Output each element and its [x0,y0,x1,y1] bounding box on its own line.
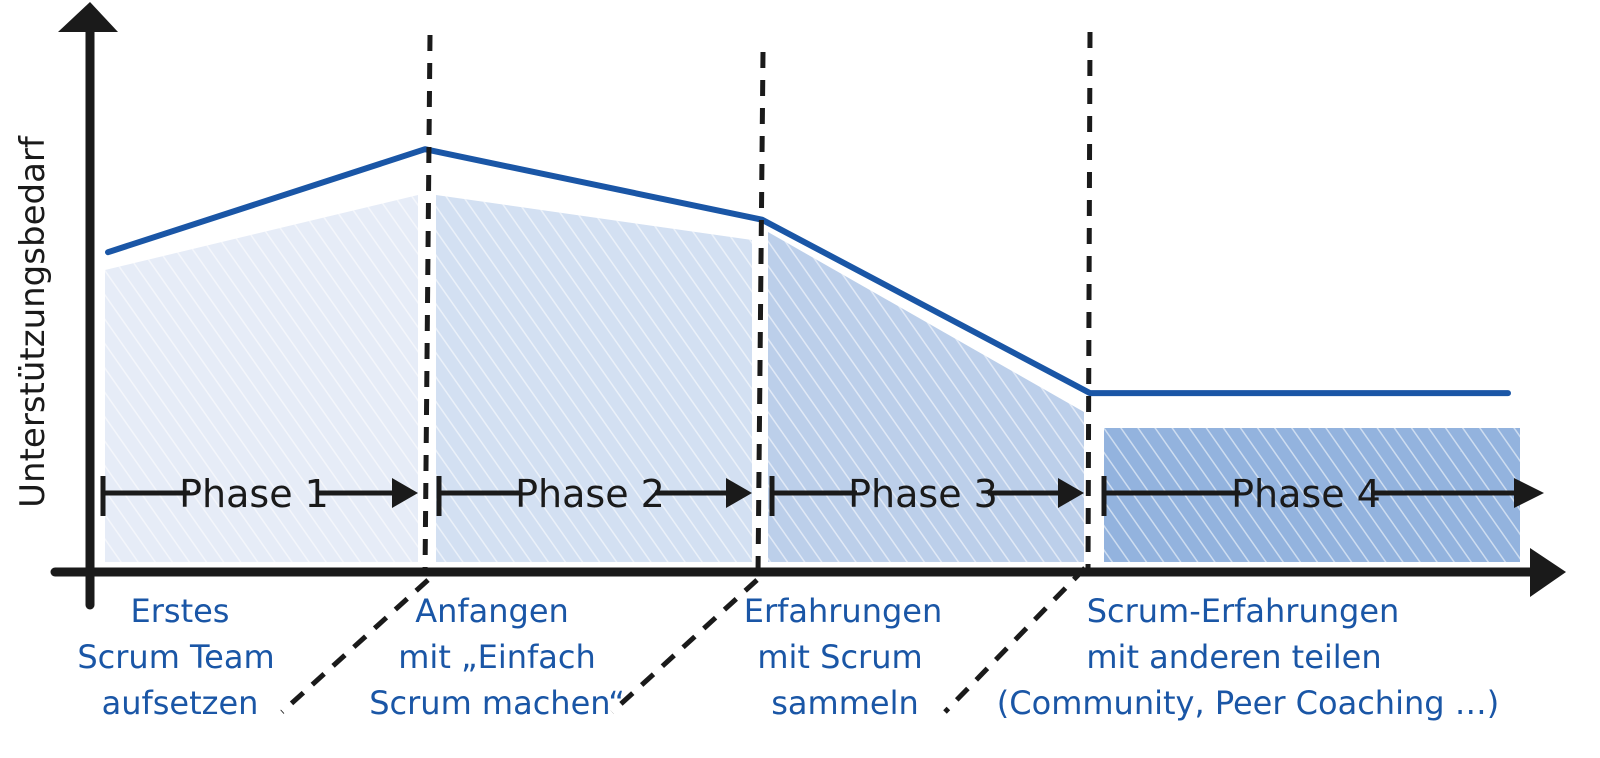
boundary-3-vertical [1085,31,1093,576]
phase-1-label: Phase 1 [179,472,329,516]
phase-boundaries [280,31,1093,714]
phase-descriptions: Erstes Scrum Team aufsetzen Anfangen mit… [77,592,1499,722]
phase-3-hatch [768,232,1084,562]
phase-2-description-line-3: Scrum machen“ [369,684,625,722]
arrow-right-icon [1514,478,1544,508]
phase-regions [105,195,1520,562]
y-axis-label: Unterstützungsbedarf [13,135,53,508]
support-curve [105,146,1511,397]
phase-3-description-line-1: Erfahrungen [744,592,943,630]
arrow-right-icon [392,478,418,508]
phase-3-label: Phase 3 [848,472,998,516]
boundary-3-diagonal [943,566,1087,714]
phase-1-description-line-1: Erstes [131,592,230,630]
phase-2-hatch [436,195,752,562]
arrow-head-icon [1530,548,1566,597]
phase-1-hatch [105,195,418,562]
boundary-1-vertical [422,34,433,576]
arrow-head-icon [58,2,118,32]
phase-4-description-line-2: mit anderen teilen [1086,638,1381,676]
phase-3-description-line-2: mit Scrum [757,638,922,676]
phase-1-description-line-3: aufsetzen [102,684,259,722]
phase-4-description-line-1: Scrum-Erfahrungen [1087,592,1400,630]
arrow-right-icon [726,478,752,508]
phase-4-hatch [1104,428,1520,562]
boundary-1-diagonal [280,578,430,714]
phase-1-description-line-2: Scrum Team [77,638,274,676]
phase-2-description-line-2: mit „Einfach [398,638,596,676]
boundary-2-diagonal [610,578,759,714]
phase-3-description-line-3: sammeln [771,684,918,722]
axes [50,2,1566,610]
boundary-2-vertical [755,51,766,576]
phase-labels: Phase 1 Phase 2 Phase 3 Phase 4 [179,472,1381,516]
phase-4-label: Phase 4 [1231,472,1381,516]
phase-2-description-line-1: Anfangen [415,592,569,630]
phase-4-description-line-3: (Community, Peer Coaching …) [997,684,1499,722]
arrow-right-icon [1058,478,1084,508]
phase-2-label: Phase 2 [515,472,665,516]
phase-arrows [100,476,1544,516]
